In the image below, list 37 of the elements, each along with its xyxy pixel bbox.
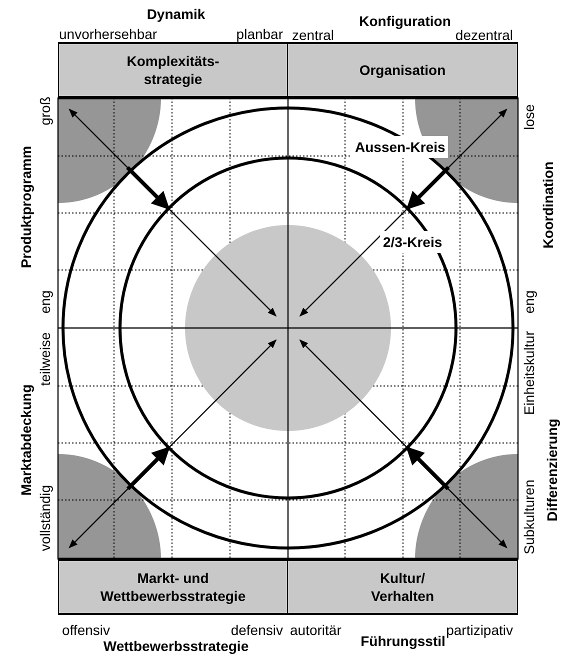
axis-title: Koordination <box>540 161 556 249</box>
scale-label: Einheitskultur <box>521 330 537 416</box>
quadrant-panel: Organisation <box>288 42 518 98</box>
scale-label: dezentral <box>455 27 513 43</box>
scale-label: Subkulturen <box>521 480 537 554</box>
scale-label: eng <box>521 290 537 314</box>
arrow <box>406 166 450 210</box>
scale-label: unvorhersehbar <box>59 26 158 42</box>
arrow <box>68 108 277 317</box>
scale-label: autoritär <box>290 622 342 638</box>
scale-label: planbar <box>236 26 283 42</box>
axis-title: Konfiguration <box>359 13 451 29</box>
axis-title: Produktprogramm <box>18 146 34 268</box>
scale-label: zentral <box>292 27 334 43</box>
axis-title: Marktabdeckung <box>18 384 34 496</box>
arrow <box>299 339 508 548</box>
scale-label: partizipativ <box>446 622 513 638</box>
arrow <box>68 339 277 548</box>
scale-label: groß <box>37 96 53 126</box>
axis-title: Führungsstil <box>360 633 446 649</box>
arrow <box>126 446 170 490</box>
scale-label: offensiv <box>62 622 110 638</box>
scale-label: teilweise <box>37 332 53 386</box>
quadrant-panel: Kultur/ Verhalten <box>288 559 518 615</box>
axis-title: Dynamik <box>146 6 206 22</box>
arrow <box>406 446 450 490</box>
quadrant-panel: Komplexitäts- strategie <box>58 42 288 98</box>
scale-label: defensiv <box>230 622 283 638</box>
arrow <box>299 108 508 317</box>
quadrant-panel: Markt- und Wettbewerbsstrategie <box>58 559 288 615</box>
arrow <box>126 166 170 210</box>
axis-title: Differenzierung <box>544 418 560 522</box>
scale-label: vollständig <box>37 484 53 552</box>
scale-label: lose <box>521 104 537 130</box>
circle-label: Aussen-Kreis <box>352 136 448 158</box>
axis-title: Wettbewerbsstrategie <box>103 638 249 654</box>
scale-label: eng <box>37 290 53 314</box>
